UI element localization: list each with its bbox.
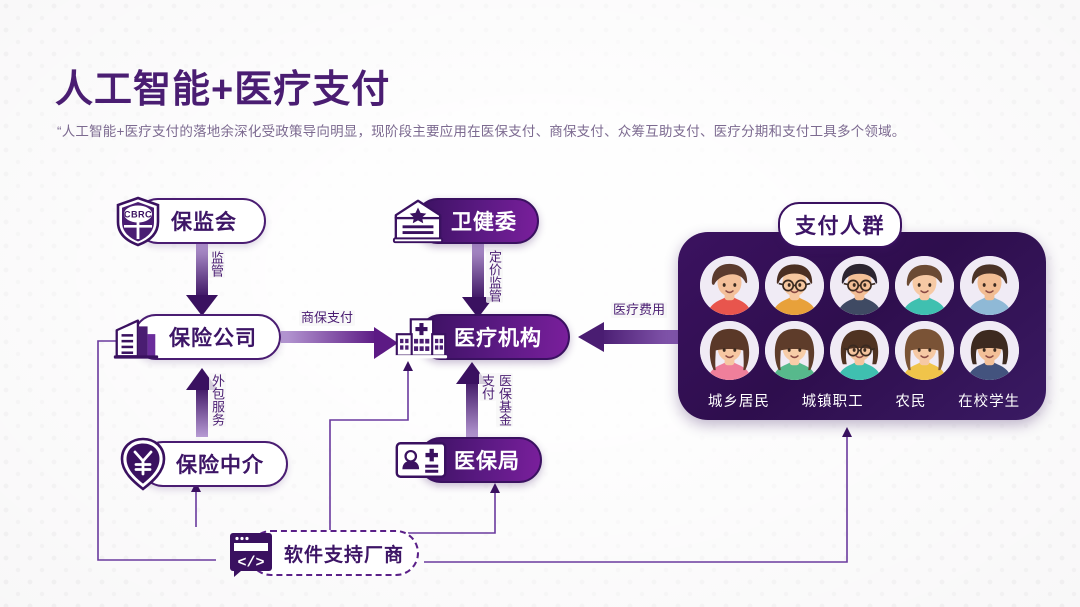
avatar-man-suit-art bbox=[830, 256, 889, 315]
shield-cbrc-icon: CBRC bbox=[111, 194, 165, 248]
hospital-icon bbox=[394, 310, 448, 364]
edge-label-medical-fund: 医保基金 bbox=[496, 373, 513, 427]
insurance-card-icon bbox=[394, 433, 448, 487]
node-nhsa[interactable]: 医保局 bbox=[395, 437, 542, 483]
node-nhc[interactable]: 卫健委 bbox=[392, 198, 539, 244]
node-label-hospital: 医疗机构 bbox=[454, 327, 542, 350]
node-label-nhc: 卫健委 bbox=[451, 211, 517, 234]
node-label-nhsa: 医保局 bbox=[454, 450, 520, 473]
node-label-software-vendor: 软件支持厂商 bbox=[284, 544, 405, 566]
avatar-woman-navy-art bbox=[960, 321, 1019, 380]
edge-crowd-to-hospital bbox=[578, 322, 682, 352]
node-label-cbrc: 保监会 bbox=[171, 211, 237, 234]
avatar-man-red bbox=[700, 256, 759, 315]
svg-text:CBRC: CBRC bbox=[124, 209, 152, 219]
avatar-man-orange-art bbox=[765, 256, 824, 315]
avatar-man-teal-art bbox=[895, 256, 954, 315]
avatar-man-red-art bbox=[700, 256, 759, 315]
edge-insurer-to-hospital bbox=[281, 327, 398, 359]
edge-label-supervision: 监管 bbox=[208, 250, 225, 278]
edge-label-payment: 支付 bbox=[479, 373, 496, 401]
government-building-icon bbox=[391, 194, 445, 248]
avatar-woman-yellow-art bbox=[895, 321, 954, 380]
node-insurer[interactable]: 保险公司 bbox=[113, 314, 281, 360]
office-building-icon bbox=[109, 310, 163, 364]
avatar-woman-navy bbox=[960, 321, 1019, 380]
avatar-woman-teal-art bbox=[830, 321, 889, 380]
edge-software-thin-lines bbox=[97, 340, 848, 563]
payer-group-labels: 城乡居民 城镇职工 农民 在校学生 bbox=[692, 390, 1036, 411]
avatar-man-blue-art bbox=[960, 256, 1019, 315]
avatar-man-orange bbox=[765, 256, 824, 315]
node-hospital[interactable]: 医疗机构 bbox=[394, 314, 570, 360]
page-subtitle: “人工智能+医疗支付的落地余深化受政策导向明显，现阶段主要应用在医保支付、商保支… bbox=[57, 124, 906, 139]
avatar-man-blue bbox=[960, 256, 1019, 315]
code-window-icon: </> bbox=[224, 526, 278, 580]
payer-group-label-3: 在校学生 bbox=[958, 394, 1021, 410]
avatar-woman-teal bbox=[830, 321, 889, 380]
edge-label-pricing-supervision: 定价监管 bbox=[486, 249, 503, 303]
avatar-man-suit bbox=[830, 256, 889, 315]
avatar-woman-pink-art bbox=[700, 321, 759, 380]
avatar-woman-green-art bbox=[765, 321, 824, 380]
node-label-broker: 保险中介 bbox=[176, 454, 264, 477]
avatar-man-teal bbox=[895, 256, 954, 315]
edge-label-medical-cost: 医疗费用 bbox=[611, 302, 668, 319]
node-software-vendor[interactable]: </> 软件支持厂商 bbox=[230, 530, 419, 577]
node-broker[interactable]: 保险中介 bbox=[120, 437, 288, 491]
avatar-woman-pink bbox=[700, 321, 759, 380]
payer-group-title: 支付人群 bbox=[778, 202, 902, 248]
edge-label-commercial-payment: 商保支付 bbox=[299, 310, 356, 327]
svg-text:</>: </> bbox=[237, 555, 264, 572]
payer-group-label-2: 农民 bbox=[895, 394, 927, 410]
avatar-grid bbox=[700, 256, 1028, 380]
avatar-woman-yellow bbox=[895, 321, 954, 380]
edge-cbrc-to-insurer bbox=[186, 243, 218, 316]
shield-yuan-icon bbox=[116, 437, 170, 491]
payer-group-label-0: 城乡居民 bbox=[707, 394, 770, 410]
page-title: 人工智能+医疗支付 bbox=[55, 69, 391, 111]
payer-group-label-1: 城镇职工 bbox=[801, 394, 864, 410]
avatar-woman-green bbox=[765, 321, 824, 380]
node-label-insurer: 保险公司 bbox=[169, 327, 257, 350]
node-cbrc[interactable]: CBRC 保监会 bbox=[116, 196, 266, 247]
edge-label-outsourcing-service: 外包服务 bbox=[209, 373, 226, 427]
